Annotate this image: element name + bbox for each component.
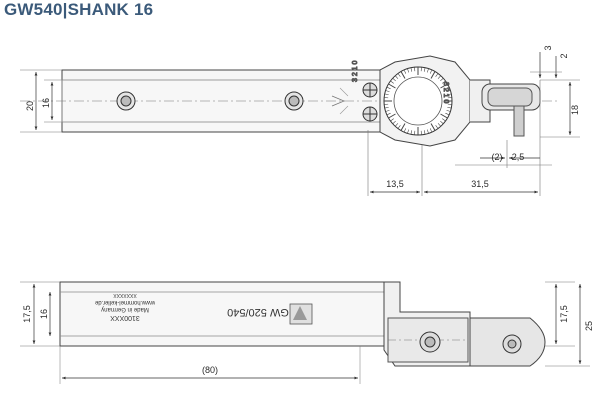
dial-tick: [445, 86, 450, 90]
dial-tick: [430, 71, 436, 79]
bottom-screw-right: [502, 334, 522, 354]
dial-tick: [400, 123, 406, 131]
dial-tick: [442, 80, 446, 84]
dim-3: 3: [543, 45, 553, 50]
dial-tick: [435, 73, 439, 77]
dial-tick: [429, 128, 433, 133]
dim-2-5: 2,5: [512, 152, 525, 162]
dial-tick: [384, 93, 389, 96]
dial-tick: [388, 83, 396, 89]
top-dimensions: [20, 52, 580, 194]
bottom-view: [59, 281, 546, 367]
dial-tick: [400, 71, 406, 79]
dim-25: 25: [584, 321, 594, 331]
dial-tick: [430, 123, 436, 131]
dial-tick: [403, 128, 407, 133]
page-title: GW540|SHANK 16: [4, 0, 154, 19]
dial-tick: [445, 112, 450, 116]
dial-tick: [397, 73, 401, 77]
dial-tick: [440, 78, 444, 82]
dial-tick: [429, 69, 433, 74]
dial-tick: [403, 69, 407, 74]
dial-tick: [447, 93, 452, 96]
dim-31-5: 31,5: [471, 179, 489, 189]
dim-17-5-left: 17,5: [22, 305, 32, 323]
top-dimension-labels: 20 16 18 3 2 (2) 2,5 13,5 31,5: [25, 45, 580, 189]
dial-tick: [410, 130, 413, 135]
dial-tick: [426, 129, 429, 134]
top-hole-right: [284, 91, 304, 111]
dial-tick: [395, 123, 399, 127]
bottom-dimensions: [20, 281, 590, 384]
dial-tick: [385, 109, 390, 112]
dial-tick: [386, 86, 391, 90]
dial-tick: [395, 75, 399, 79]
dim-17-5-right: 17,5: [559, 305, 569, 323]
dim-16-top: 16: [41, 98, 51, 108]
dial-tick: [442, 118, 446, 122]
dial-tick: [426, 68, 429, 73]
dim-13-5: 13,5: [386, 179, 404, 189]
dial-tick: [440, 120, 444, 124]
code-small-text: XXXXXXX: [113, 292, 137, 298]
dial-tick: [392, 78, 396, 82]
dim-20: 20: [25, 101, 35, 111]
bearing-scale-right: 3 2 1 0: [442, 82, 449, 104]
dial-tick: [386, 112, 391, 116]
bottom-dimension-labels: 17,5 16 17,5 25 (80): [22, 305, 594, 375]
bottom-shank-body: [59, 281, 385, 347]
dial-tick: [446, 90, 451, 93]
code-text: 3100XXX: [110, 314, 140, 321]
top-hole-left: [116, 91, 136, 111]
bottom-screw-left: [419, 331, 441, 353]
dim-2: 2: [559, 53, 569, 58]
top-bearing-left: [362, 82, 378, 122]
shank-engraving: GW 520/540 Made in Germany www.hommel-ke…: [94, 292, 289, 321]
top-view: 3 2 1 0 3 2 1 0: [20, 55, 560, 196]
dial-tick: [384, 106, 389, 109]
dim-80: (80): [202, 365, 218, 375]
made-in-text: Made in Germany: [101, 306, 149, 312]
dial-tick: [446, 109, 451, 112]
top-dial-ticks: [384, 67, 452, 135]
dial-tick: [407, 68, 410, 73]
dim-18: 18: [570, 105, 580, 115]
dial-tick: [385, 90, 390, 93]
website-text: www.hommel-keller.de: [94, 299, 156, 305]
dial-tick: [423, 67, 426, 72]
dial-tick: [440, 113, 448, 119]
dial-tick: [397, 125, 401, 129]
bearing-scale-left: 3 2 1 0: [352, 60, 359, 82]
dial-tick: [437, 75, 441, 79]
dial-tick: [447, 106, 452, 109]
dial-tick: [407, 129, 410, 134]
dial-tick: [437, 123, 441, 127]
dial-tick: [435, 125, 439, 129]
dial-tick: [390, 118, 394, 122]
dial-tick: [390, 80, 394, 84]
top-direction-symbol: [331, 95, 346, 107]
model-text: GW 520/540: [227, 306, 289, 318]
dim-paren-2: (2): [492, 152, 503, 162]
dial-tick: [388, 113, 396, 119]
dial-tick: [440, 83, 448, 89]
dial-tick: [392, 120, 396, 124]
dial-tick: [410, 67, 413, 72]
dial-tick: [423, 130, 426, 135]
dim-16-bottom: 16: [39, 309, 49, 319]
